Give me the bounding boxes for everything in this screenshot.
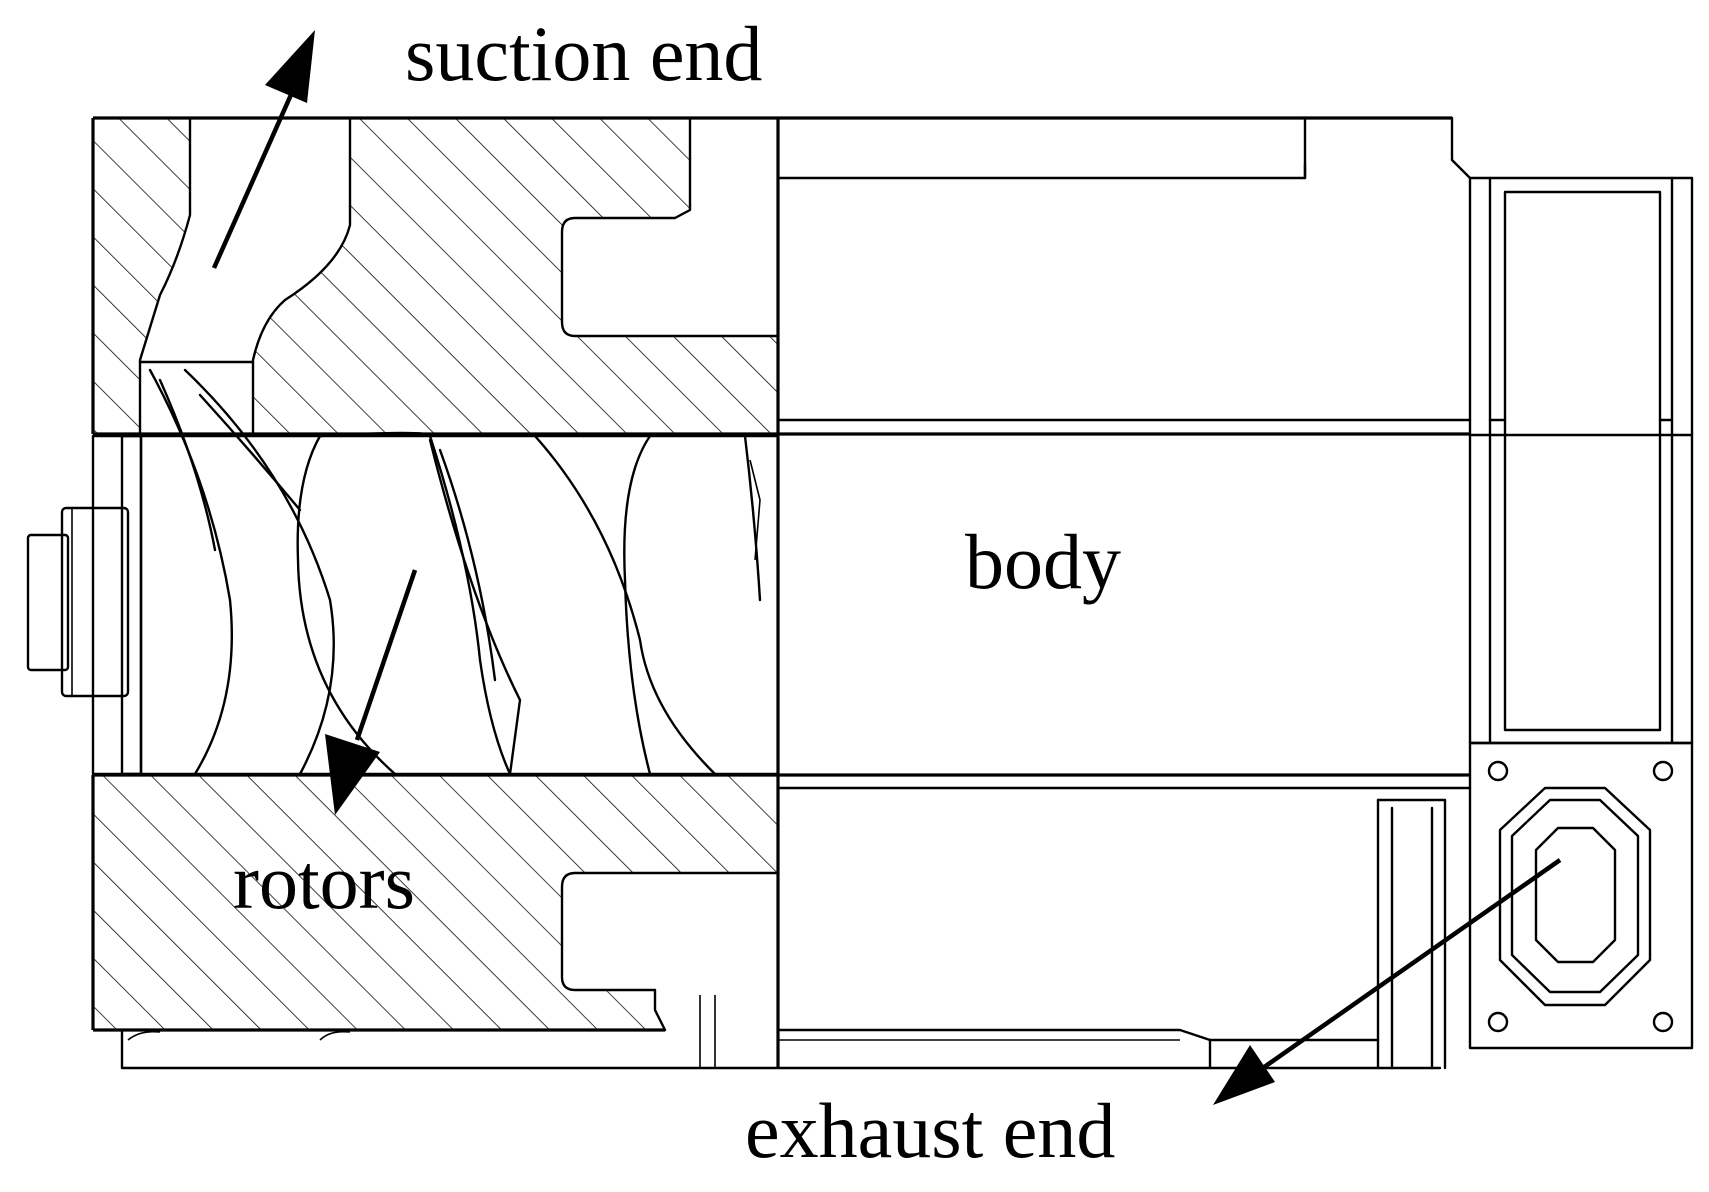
body-section (776, 116, 1472, 1070)
suction-arrow (211, 30, 315, 269)
exhaust-end-label: exhaust end (745, 1087, 1115, 1174)
lower-housing (91, 773, 1470, 1070)
rotors-arrow (325, 569, 418, 815)
rotors (139, 368, 780, 776)
exhaust-arrow (1213, 858, 1562, 1105)
shaft-end (26, 434, 143, 776)
body-label: body (965, 518, 1121, 605)
rotors-label: rotors (233, 838, 415, 925)
upper-housing (91, 116, 1470, 436)
exhaust-flange (1468, 176, 1694, 1050)
suction-end-label: suction end (405, 10, 762, 97)
